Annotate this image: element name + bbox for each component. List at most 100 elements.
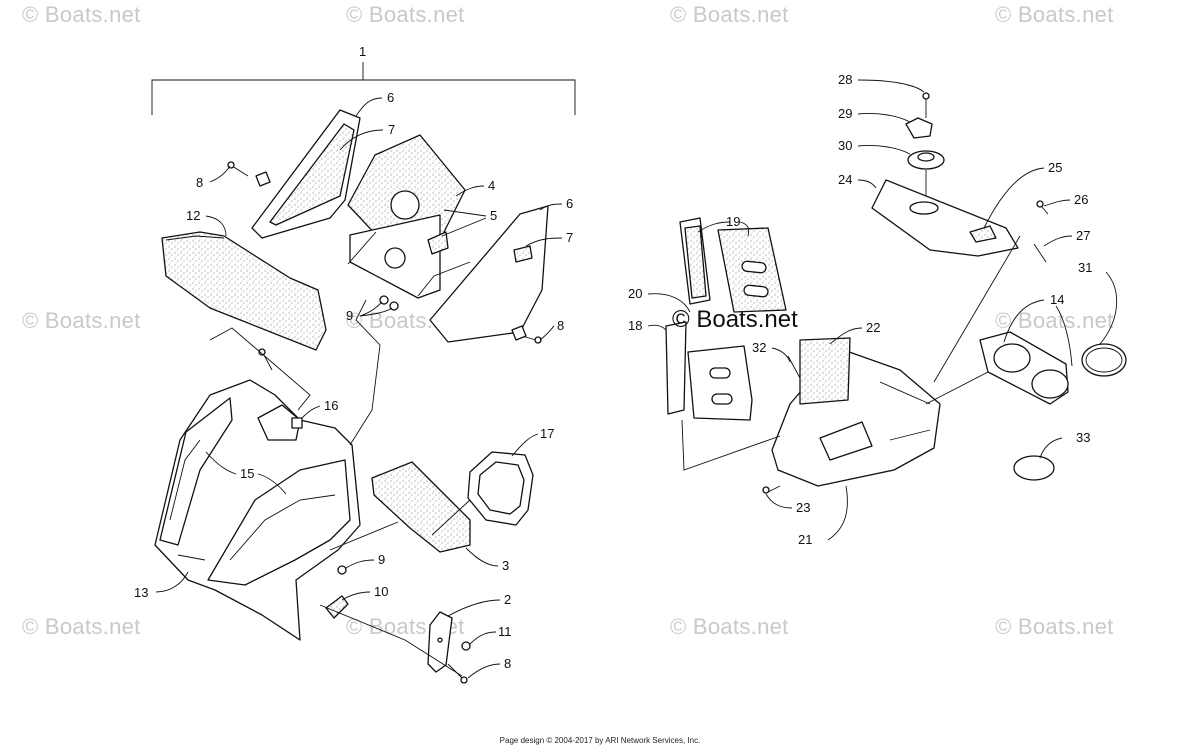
foam-block-upper: [161, 231, 327, 351]
svg-text:20: 20: [628, 286, 642, 301]
svg-text:21: 21: [798, 532, 812, 547]
svg-text:10: 10: [374, 584, 388, 599]
callout-32: 32: [752, 340, 791, 363]
svg-text:4: 4: [488, 178, 495, 193]
pin-27: [1033, 243, 1047, 263]
callout-1: 1: [359, 44, 366, 59]
nut-9-lower: [337, 565, 347, 575]
screw-lower: [258, 348, 273, 371]
callout-17: 17: [511, 426, 554, 457]
air-duct-housing: [771, 337, 941, 487]
callout-24: 24: [838, 172, 877, 189]
screw-8-top: [227, 161, 271, 187]
svg-text:8: 8: [196, 175, 203, 190]
top-fastener-stack: [905, 92, 945, 170]
callout-8b: 8: [539, 318, 564, 341]
callout-2: 2: [447, 592, 511, 617]
svg-text:23: 23: [796, 500, 810, 515]
svg-text:7: 7: [566, 230, 573, 245]
svg-text:8: 8: [504, 656, 511, 671]
nut-11: [461, 641, 471, 651]
callout-9b: 9: [345, 552, 385, 569]
watermark-bottom-center-right: © Boats.net: [670, 614, 789, 639]
svg-text:26: 26: [1074, 192, 1088, 207]
svg-text:7: 7: [388, 122, 395, 137]
callout-10: 10: [341, 584, 388, 601]
dual-port-adapter: [979, 331, 1069, 405]
svg-text:17: 17: [540, 426, 554, 441]
svg-text:28: 28: [838, 72, 852, 87]
callout-19: 19: [697, 214, 750, 237]
svg-text:8: 8: [557, 318, 564, 333]
screw-8-bottom: [447, 663, 468, 684]
screw-26: [1036, 200, 1049, 215]
screw-8-right: [511, 325, 542, 344]
svg-text:3: 3: [502, 558, 509, 573]
callout-23: 23: [765, 493, 810, 515]
svg-text:32: 32: [752, 340, 766, 355]
watermark-top-right: © Boats.net: [995, 2, 1114, 27]
hose-clamp-31: [1081, 343, 1127, 377]
watermark-center: © Boats.net: [672, 306, 798, 333]
watermark-mid-left: © Boats.net: [22, 308, 141, 333]
callout-16: 16: [301, 398, 338, 419]
svg-text:9: 9: [346, 308, 353, 323]
page-credit: Page design © 2004-2017 by ARI Network S…: [499, 736, 701, 745]
svg-text:31: 31: [1078, 260, 1092, 275]
svg-text:5: 5: [490, 208, 497, 223]
duct-side-panels: [665, 321, 753, 421]
callout-31: 31: [1078, 260, 1118, 345]
svg-text:19: 19: [726, 214, 740, 229]
callout-7a: 7: [339, 122, 395, 151]
callout-21: 21: [798, 485, 848, 547]
callout-7b: 7: [525, 230, 573, 247]
watermark-top-center-right: © Boats.net: [670, 2, 789, 27]
watermark-top-left: © Boats.net: [22, 2, 141, 27]
svg-text:6: 6: [387, 90, 394, 105]
callout-6a: 6: [355, 90, 394, 117]
svg-text:6: 6: [566, 196, 573, 211]
svg-text:11: 11: [498, 624, 512, 639]
svg-text:18: 18: [628, 318, 642, 333]
screw-23: [762, 485, 781, 494]
hose-clamp-33: [1013, 455, 1055, 481]
callout-27: 27: [1043, 228, 1090, 247]
svg-text:1: 1: [359, 44, 366, 59]
svg-text:9: 9: [378, 552, 385, 567]
svg-text:13: 13: [134, 585, 148, 600]
svg-text:22: 22: [866, 320, 880, 335]
svg-text:29: 29: [838, 106, 852, 121]
callout-5: 5: [441, 208, 497, 237]
clip: [291, 417, 303, 429]
foam-block-lower: [371, 461, 471, 553]
callout-11: 11: [469, 624, 512, 645]
svg-text:33: 33: [1076, 430, 1090, 445]
svg-text:27: 27: [1076, 228, 1090, 243]
callout-29: 29: [838, 106, 911, 123]
callout-14: 14: [1003, 292, 1073, 367]
callout-20: 20: [628, 286, 691, 313]
nut-9-pair: [379, 295, 399, 311]
callout-28: 28: [838, 72, 925, 93]
watermark-bottom-right: © Boats.net: [995, 614, 1114, 639]
callout-6b: 6: [539, 196, 573, 211]
callout-33: 33: [1039, 430, 1090, 459]
svg-text:30: 30: [838, 138, 852, 153]
callout-12: 12: [186, 208, 227, 237]
assembly-lines-right: [681, 170, 1021, 471]
callout-18: 18: [628, 318, 667, 333]
callout-8c: 8: [467, 656, 511, 679]
callout-22: 22: [829, 320, 880, 345]
hood-cowl: [154, 379, 361, 641]
svg-text:15: 15: [240, 466, 254, 481]
callout-9a: 9: [346, 301, 393, 323]
svg-text:2: 2: [504, 592, 511, 607]
rod-32: [787, 355, 801, 379]
assembly-bracket: [151, 62, 576, 115]
callout-13: 13: [134, 571, 189, 600]
assembly-lines-left: [209, 231, 471, 677]
svg-text:12: 12: [186, 208, 200, 223]
svg-text:16: 16: [324, 398, 338, 413]
center-panel: [347, 134, 466, 299]
